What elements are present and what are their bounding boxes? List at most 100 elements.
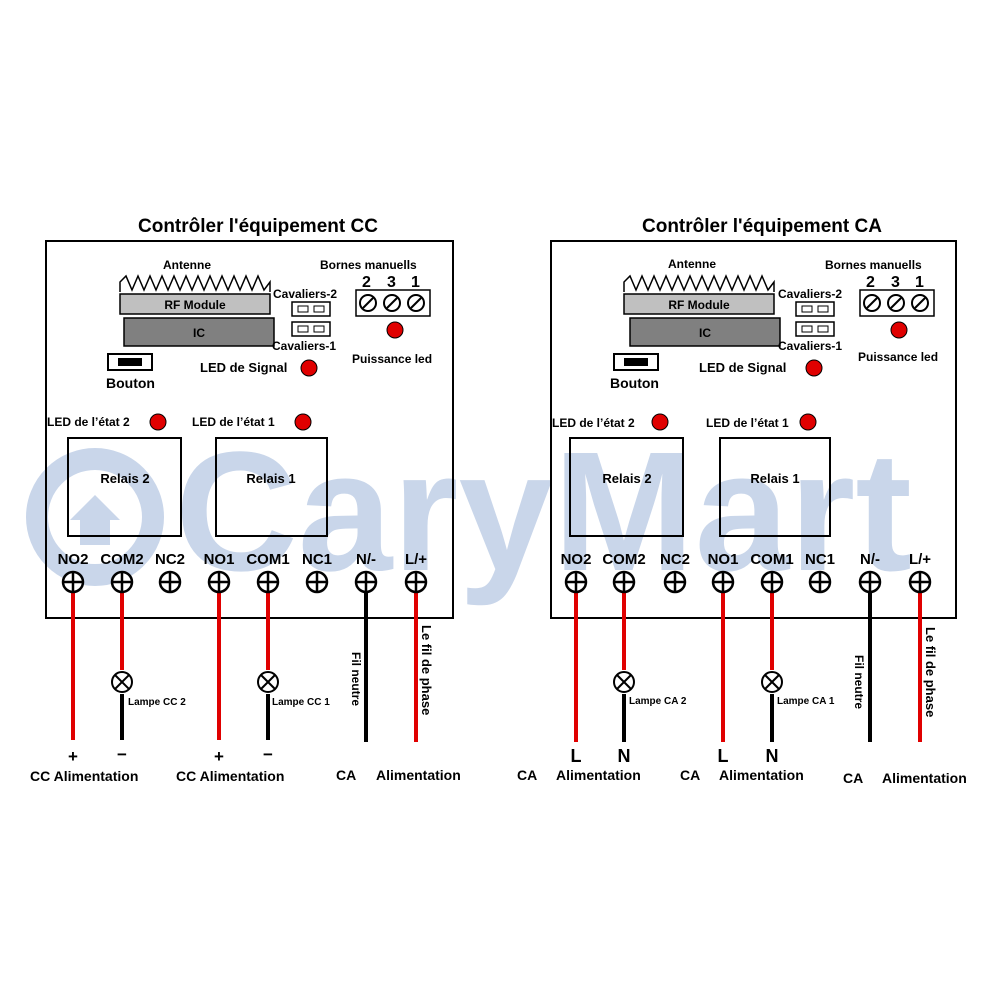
terminal-screw-icon <box>110 570 134 594</box>
jumper1-label: Cavaliers-1 <box>778 339 842 353</box>
screw-icon <box>887 294 905 312</box>
state-led2-label: LED de l’état 2 <box>47 415 130 429</box>
terminal-screw-icon <box>61 570 85 594</box>
screw-icon <box>911 294 929 312</box>
terminal-label: NO1 <box>708 551 739 568</box>
antenna-icon <box>623 274 775 292</box>
jumper1-label: Cavaliers-1 <box>272 339 336 353</box>
relay1 <box>719 437 831 537</box>
antenna-label: Antenne <box>668 257 716 271</box>
phase-wire-label: Le fil de phase <box>923 627 938 717</box>
terminal-screw-icon <box>354 570 378 594</box>
state-led2 <box>149 413 167 431</box>
jumper1 <box>291 321 331 337</box>
manual-terminal-number: 3 <box>891 274 900 291</box>
lamp1-label: Lampe CA 1 <box>777 696 835 707</box>
terminal-label: COM2 <box>602 551 645 568</box>
terminal-screw-icon <box>256 570 280 594</box>
lamp1-label: Lampe CC 1 <box>272 697 330 708</box>
watermark: CaryMart <box>26 417 912 607</box>
rf-module-label: RF Module <box>668 298 730 312</box>
terminal-label: NC1 <box>805 551 835 568</box>
panel-ca: Contrôler l'équipement CA Antenne RF Mod… <box>517 216 967 786</box>
ic-label: IC <box>699 326 711 340</box>
terminal-label: COM1 <box>750 551 793 568</box>
jumper2 <box>291 301 331 317</box>
state-led2 <box>651 413 669 431</box>
terminal-screw-icon <box>404 570 428 594</box>
jumper1 <box>795 321 835 337</box>
button-switch-icon <box>118 358 142 366</box>
lamp2-label: Lampe CA 2 <box>629 696 687 707</box>
power-led <box>386 321 404 339</box>
lamp-icon <box>613 671 635 693</box>
state-led1 <box>799 413 817 431</box>
supply-label: CA <box>680 767 700 783</box>
relay2-label: Relais 2 <box>100 471 149 486</box>
polarity-sign: L <box>571 746 582 766</box>
terminal-label: L/+ <box>909 551 931 568</box>
polarity-sign: N <box>766 746 779 766</box>
screw-icon <box>383 294 401 312</box>
signal-led-label: LED de Signal <box>200 360 287 375</box>
supply-label: Alimentation <box>376 767 461 783</box>
polarity-sign: L <box>718 746 729 766</box>
polarity-sign: + <box>214 747 224 766</box>
lamp2-label: Lampe CC 2 <box>128 697 186 708</box>
ic-chip <box>123 317 275 347</box>
panel-title: Contrôler l'équipement CA <box>642 216 882 237</box>
button-switch-icon <box>624 358 648 366</box>
terminal-screw-icon <box>808 570 832 594</box>
button-label: Bouton <box>106 375 155 391</box>
signal-led <box>300 359 318 377</box>
state-led1 <box>294 413 312 431</box>
manual-terminal-number: 2 <box>866 274 875 291</box>
terminal-label: NC2 <box>155 551 185 568</box>
antenna-icon <box>119 274 271 292</box>
supply-label: CC Alimentation <box>176 768 284 784</box>
power-led-label: Puissance led <box>352 352 432 366</box>
lamp-icon <box>761 671 783 693</box>
manual-terminal-block <box>355 289 431 317</box>
relay1-label: Relais 1 <box>246 471 295 486</box>
ic-chip <box>629 317 781 347</box>
relay1-label: Relais 1 <box>750 471 799 486</box>
supply-label: Alimentation <box>882 770 967 786</box>
watermark-house-icon <box>70 495 120 545</box>
rf-module <box>623 293 775 315</box>
polarity-sign: − <box>263 745 273 764</box>
power-led-label: Puissance led <box>858 350 938 364</box>
screw-icon <box>863 294 881 312</box>
terminal-label: N/- <box>860 551 880 568</box>
terminal-label: N/- <box>356 551 376 568</box>
state-led2-label: LED de l’état 2 <box>552 416 635 430</box>
terminal-screw-icon <box>908 570 932 594</box>
rf-module-label: RF Module <box>164 298 226 312</box>
board-outline <box>45 240 454 619</box>
state-led1-label: LED de l’état 1 <box>706 416 789 430</box>
button <box>107 353 153 371</box>
terminal-label: COM1 <box>246 551 289 568</box>
board-outline <box>550 240 957 619</box>
terminal-label: NO2 <box>58 551 89 568</box>
signal-led-label: LED de Signal <box>699 360 786 375</box>
jumper2 <box>795 301 835 317</box>
relay2 <box>67 437 182 537</box>
terminal-label: NC1 <box>302 551 332 568</box>
polarity-sign: + <box>68 747 78 766</box>
manual-terminal-number: 1 <box>411 274 420 291</box>
neutral-wire-label: Fil neutre <box>349 652 363 706</box>
manual-terminal-number: 2 <box>362 274 371 291</box>
watermark-logo-icon <box>26 448 164 586</box>
lamp-icon <box>111 671 133 693</box>
terminal-label: NO2 <box>561 551 592 568</box>
lamp-icon <box>257 671 279 693</box>
watermark-text: CaryMart <box>175 417 912 607</box>
neutral-wire-label: Fil neutre <box>852 655 866 709</box>
manual-terminal-number: 1 <box>915 274 924 291</box>
terminal-label: NC2 <box>660 551 690 568</box>
manual-terminal-number: 3 <box>387 274 396 291</box>
terminal-screw-icon <box>564 570 588 594</box>
terminal-screw-icon <box>207 570 231 594</box>
